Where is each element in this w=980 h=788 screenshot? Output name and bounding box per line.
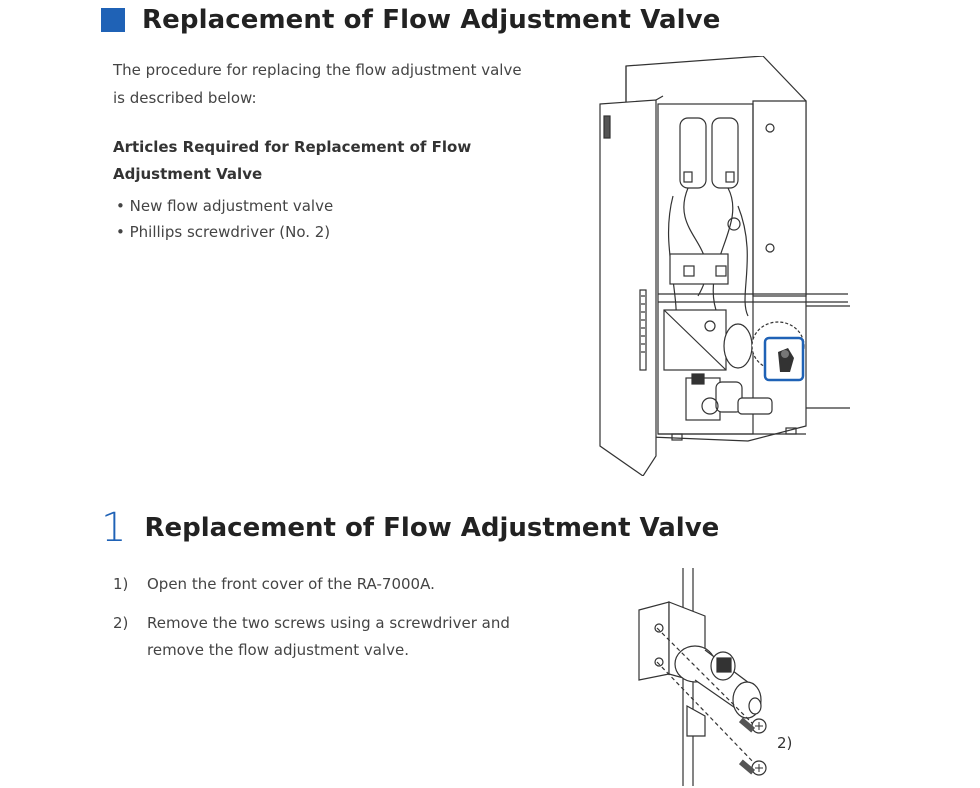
callout-label: 2)	[777, 734, 792, 752]
intro-paragraph: The procedure for replacing the flow adj…	[113, 61, 522, 107]
section-header: Replacement of Flow Adjustment Valve	[101, 4, 720, 36]
list-item: Phillips screwdriver (No. 2)	[116, 219, 333, 245]
step-header: 1 Replacement of Flow Adjustment Valve	[101, 503, 719, 553]
screw-icon	[738, 717, 767, 734]
step-title: Replacement of Flow Adjustment Valve	[144, 513, 720, 543]
section-marker-icon	[101, 8, 125, 32]
substep-number: 2)	[113, 614, 129, 632]
list-item: New flow adjustment valve	[116, 193, 334, 219]
substep-number: 1)	[113, 575, 129, 593]
substep-text: Open the front cover of the RA-7000A.	[147, 575, 435, 593]
substeps-list: 1) Open the front cover of the RA-7000A.…	[113, 571, 533, 676]
substep-text: Remove the two screws using a screwdrive…	[147, 614, 510, 659]
step-number: 1	[101, 505, 127, 551]
valve-illustration: 2)	[638, 568, 792, 786]
articles-list: New flow adjustment valve Phillips screw…	[116, 193, 334, 245]
articles-heading: Articles Required for Replacement of Flo…	[113, 138, 472, 183]
unit-illustration	[599, 56, 850, 476]
section-title: Replacement of Flow Adjustment Valve	[142, 5, 721, 35]
screw-icon	[738, 759, 767, 776]
substep: 1) Open the front cover of the RA-7000A.	[113, 571, 533, 598]
substep: 2) Remove the two screws using a screwdr…	[113, 610, 533, 664]
